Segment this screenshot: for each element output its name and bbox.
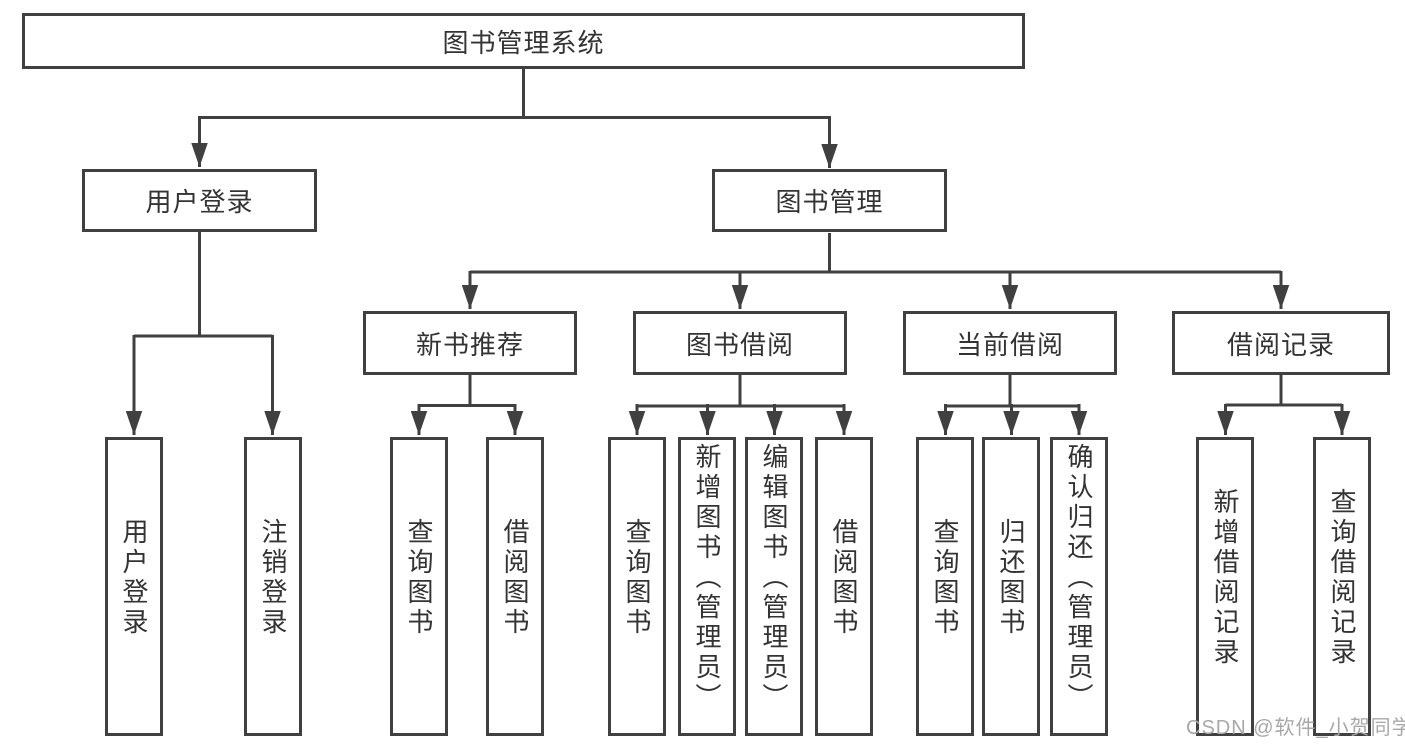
leaf-newbook-borrow-books: 借阅图书 [486, 437, 544, 736]
leaf-borrow-add-books-admin-label: 新增图书（管理员） [692, 442, 722, 713]
leaf-newbook-borrow-books-label: 借阅图书 [500, 517, 530, 638]
node-borrow-records-label: 借阅记录 [1226, 329, 1335, 360]
leaf-current-confirm-return-admin-label: 确认归还（管理员） [1064, 442, 1094, 713]
leaf-records-add-record: 新增借阅记录 [1196, 437, 1254, 736]
leaf-borrow-edit-books-admin: 编辑图书（管理员） [745, 437, 803, 736]
node-new-book-recommend: 新书推荐 [363, 311, 577, 375]
connector-user-login-split [134, 232, 273, 338]
node-book-borrow: 图书借阅 [633, 311, 847, 375]
node-library-system-label: 图书管理系统 [442, 27, 605, 58]
node-user-login: 用户登录 [82, 169, 317, 232]
connector-records-split [1225, 375, 1342, 407]
leaf-current-return-books: 归还图书 [982, 437, 1040, 736]
csdn-watermark: CSDN @软件_小贺同学 [1186, 717, 1405, 739]
node-book-borrow-label: 图书借阅 [685, 329, 794, 360]
node-current-borrow: 当前借阅 [903, 311, 1117, 375]
leaf-current-confirm-return-admin: 确认归还（管理员） [1050, 437, 1108, 736]
connector-book-borrow-split [637, 375, 844, 408]
connector-root-split [199, 69, 830, 119]
leaf-borrow-query-books-label: 查询图书 [622, 517, 652, 638]
node-user-login-label: 用户登录 [145, 187, 254, 217]
leaf-current-query-books-label: 查询图书 [930, 517, 960, 638]
node-borrow-records: 借阅记录 [1172, 311, 1390, 375]
node-current-borrow-label: 当前借阅 [955, 329, 1064, 360]
node-book-management-label: 图书管理 [775, 187, 884, 217]
leaf-borrow-borrow-books-label: 借阅图书 [829, 517, 859, 638]
leaf-logout-label: 注销登录 [258, 517, 288, 638]
leaf-records-query-record: 查询借阅记录 [1313, 437, 1371, 736]
leaf-borrow-query-books: 查询图书 [608, 437, 666, 736]
leaf-newbook-query-books: 查询图书 [390, 437, 448, 736]
node-library-system: 图书管理系统 [22, 13, 1025, 69]
leaf-records-query-record-label: 查询借阅记录 [1327, 487, 1357, 668]
leaf-borrow-add-books-admin: 新增图书（管理员） [678, 437, 736, 736]
leaf-records-add-record-label: 新增借阅记录 [1210, 487, 1240, 668]
leaf-newbook-query-books-label: 查询图书 [404, 517, 434, 638]
leaf-current-return-books-label: 归还图书 [996, 517, 1026, 638]
leaf-current-query-books: 查询图书 [916, 437, 974, 736]
leaf-logout: 注销登录 [244, 437, 302, 736]
leaf-borrow-borrow-books: 借阅图书 [815, 437, 873, 736]
connector-new-book-split [419, 375, 515, 407]
leaf-borrow-edit-books-admin-label: 编辑图书（管理员） [759, 442, 789, 713]
connector-book-management-split [470, 233, 1281, 274]
leaf-user-login: 用户登录 [105, 437, 163, 736]
leaf-user-login-label: 用户登录 [119, 517, 149, 638]
node-book-management: 图书管理 [712, 169, 947, 232]
node-new-book-recommend-label: 新书推荐 [415, 329, 524, 360]
connector-current-borrow-split [945, 375, 1079, 408]
